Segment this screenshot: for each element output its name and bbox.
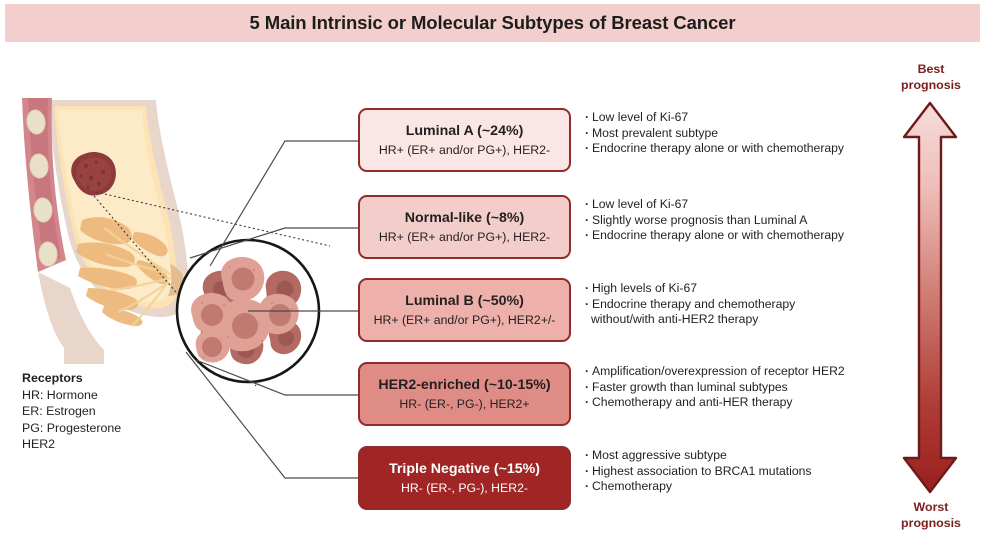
subtype-box-luminal-b[interactable]: Luminal B (~50%) HR+ (ER+ and/or PG+), H… (358, 278, 571, 342)
subtype-receptor-status: HR+ (ER+ and/or PG+), HER2- (378, 142, 551, 157)
prognosis-gradient-arrow (902, 101, 958, 494)
receptor-legend-item: ER: Estrogen (22, 404, 96, 418)
subtype-box-luminal-a[interactable]: Luminal A (~24%) HR+ (ER+ and/or PG+), H… (358, 108, 571, 172)
subtype-box-her2-enriched[interactable]: HER2-enriched (~10-15%) HR- (ER-, PG-), … (358, 362, 571, 426)
subtype-title: Luminal A (~24%) (405, 123, 524, 140)
bullet-item-continuation: without/with anti-HER2 therapy (591, 312, 759, 327)
description-luminal-b: High levels of Ki-67 Endocrine therapy a… (585, 281, 897, 328)
worst-prognosis-label: Worst prognosis (890, 500, 972, 531)
best-prognosis-label: Best prognosis (890, 62, 972, 93)
receptors-legend: Receptors HR: Hormone ER: Estrogen PG: P… (22, 370, 222, 453)
description-luminal-a: Low level of Ki-67 Most prevalent subtyp… (585, 110, 897, 157)
description-her2-enriched: Amplification/overexpression of receptor… (585, 364, 897, 411)
bullet-item: Endocrine therapy alone or with chemothe… (585, 228, 897, 244)
best-prognosis-line2: prognosis (901, 77, 961, 92)
receptor-legend-item: HR: Hormone (22, 387, 98, 402)
subtype-title: Luminal B (~50%) (405, 293, 524, 310)
bullet-item: High levels of Ki-67 (585, 281, 897, 297)
subtype-title: Normal-like (~8%) (404, 210, 525, 227)
description-triple-negative: Most aggressive subtype Highest associat… (585, 448, 897, 495)
receptor-legend-item: HER2 (22, 437, 56, 451)
bullet-item: Most prevalent subtype (585, 126, 897, 142)
tumor-mass (71, 152, 116, 196)
bullet-item: Low level of Ki-67 (585, 110, 897, 126)
receptors-legend-heading: Receptors (22, 371, 83, 385)
worst-prognosis-line1: Worst (913, 500, 949, 514)
bullet-item: Endocrine therapy and chemotherapy (585, 297, 897, 313)
subtype-receptor-status: HR- (ER-, PG-), HER2- (400, 480, 529, 495)
subtype-receptor-status: HR- (ER-, PG-), HER2+ (399, 396, 530, 411)
best-prognosis-line1: Best (917, 62, 945, 76)
bullet-item: Chemotherapy (585, 479, 897, 495)
subtype-title: Triple Negative (~15%) (389, 461, 540, 478)
bullet-item: Highest association to BRCA1 mutations (585, 464, 897, 480)
receptor-legend-item: PG: Progesterone (22, 420, 122, 435)
subtype-receptor-status: HR+ (ER+ and/or PG+), HER2- (378, 229, 551, 244)
page-title: 5 Main Intrinsic or Molecular Subtypes o… (249, 12, 736, 33)
title-banner: 5 Main Intrinsic or Molecular Subtypes o… (5, 4, 980, 42)
bullet-item: Amplification/overexpression of receptor… (585, 364, 897, 380)
tumor-cell-cluster (191, 257, 302, 365)
bullet-item: Most aggressive subtype (585, 448, 897, 464)
bullet-item: Faster growth than luminal subtypes (585, 380, 897, 396)
subtype-receptor-status: HR+ (ER+ and/or PG+), HER2+/- (373, 312, 556, 327)
subtype-box-normal-like[interactable]: Normal-like (~8%) HR+ (ER+ and/or PG+), … (358, 195, 571, 259)
worst-prognosis-line2: prognosis (901, 515, 961, 530)
bullet-item: Endocrine therapy alone or with chemothe… (585, 141, 897, 157)
bullet-item: Low level of Ki-67 (585, 197, 897, 213)
subtype-title: HER2-enriched (~10-15%) (378, 377, 551, 394)
subtype-box-triple-negative[interactable]: Triple Negative (~15%) HR- (ER-, PG-), H… (358, 446, 571, 510)
bullet-item: Slightly worse prognosis than Luminal A (585, 213, 897, 229)
bullet-item: Chemotherapy and anti-HER therapy (585, 395, 897, 411)
description-normal-like: Low level of Ki-67 Slightly worse progno… (585, 197, 897, 244)
magnified-tumor-cells (175, 238, 321, 384)
